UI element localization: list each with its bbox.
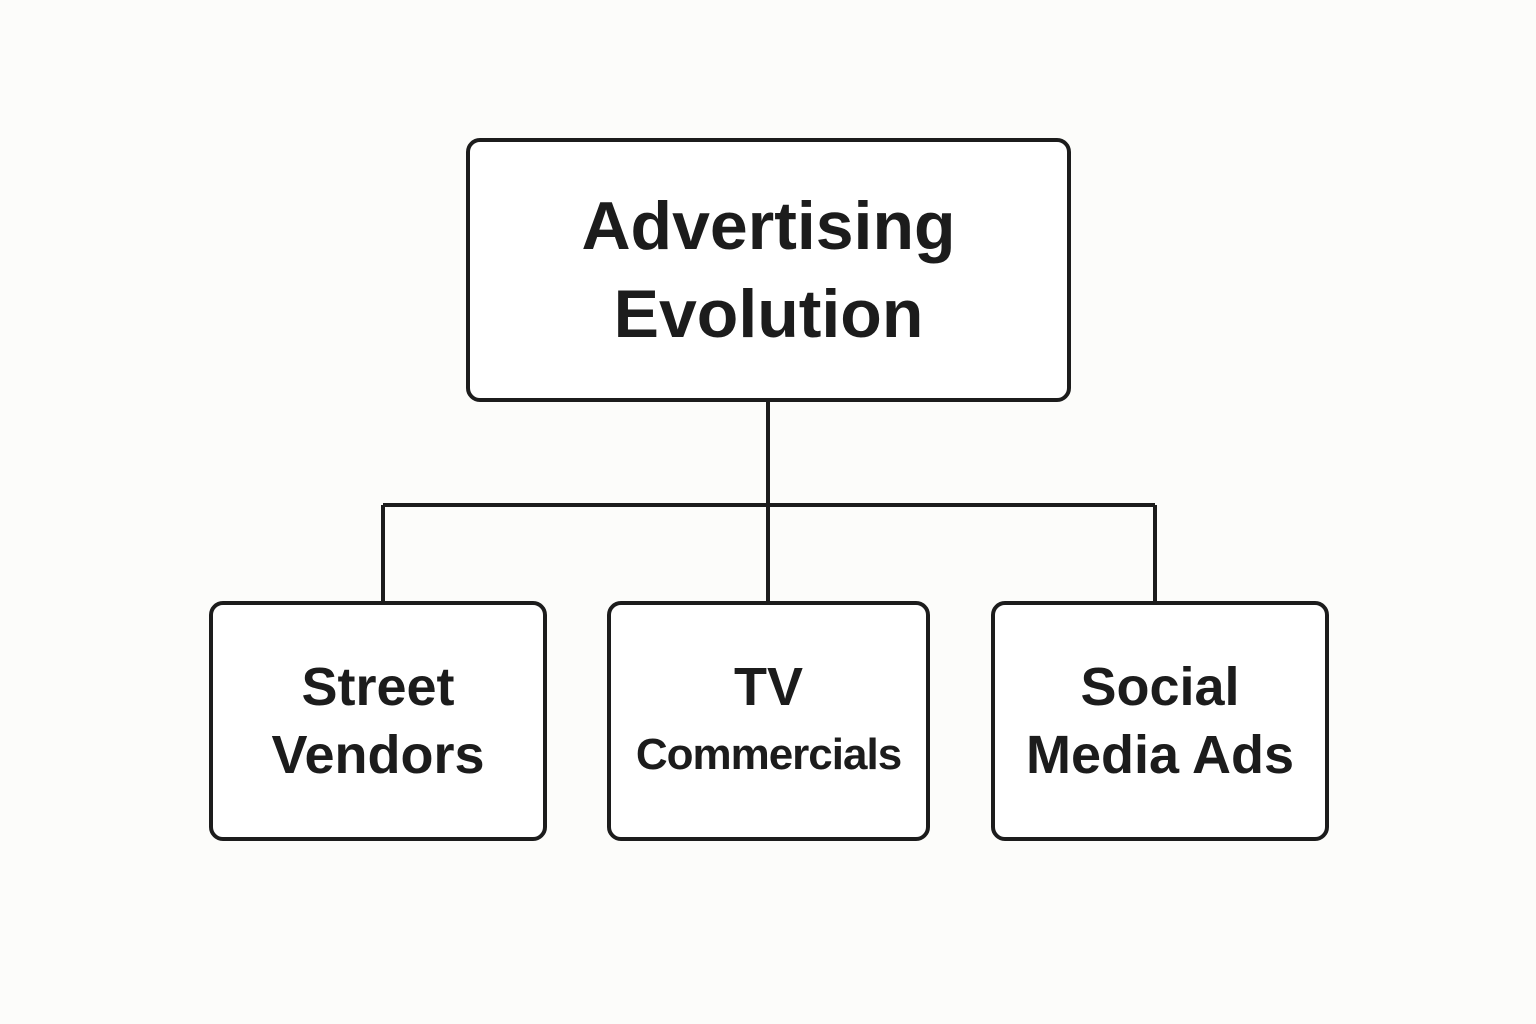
child-label-line-1: TV: [733, 657, 803, 717]
child-node-social-media-ads: Social Media Ads: [991, 601, 1329, 841]
child-label-line-1: Street: [301, 657, 455, 717]
root-label-line-2: Evolution: [613, 276, 924, 352]
child-label-line-2: Vendors: [271, 725, 485, 785]
child-label-line-2: Commercials: [635, 730, 902, 779]
root-label-line-1: Advertising: [581, 188, 956, 264]
root-node-advertising-evolution: Advertising Evolution: [466, 138, 1071, 402]
child-node-tv-commercials: TV Commercials: [607, 601, 930, 841]
child-label-line-1: Social: [1080, 657, 1240, 717]
child-node-street-vendors: Street Vendors: [209, 601, 547, 841]
child-label-line-2: Media Ads: [1025, 725, 1295, 785]
